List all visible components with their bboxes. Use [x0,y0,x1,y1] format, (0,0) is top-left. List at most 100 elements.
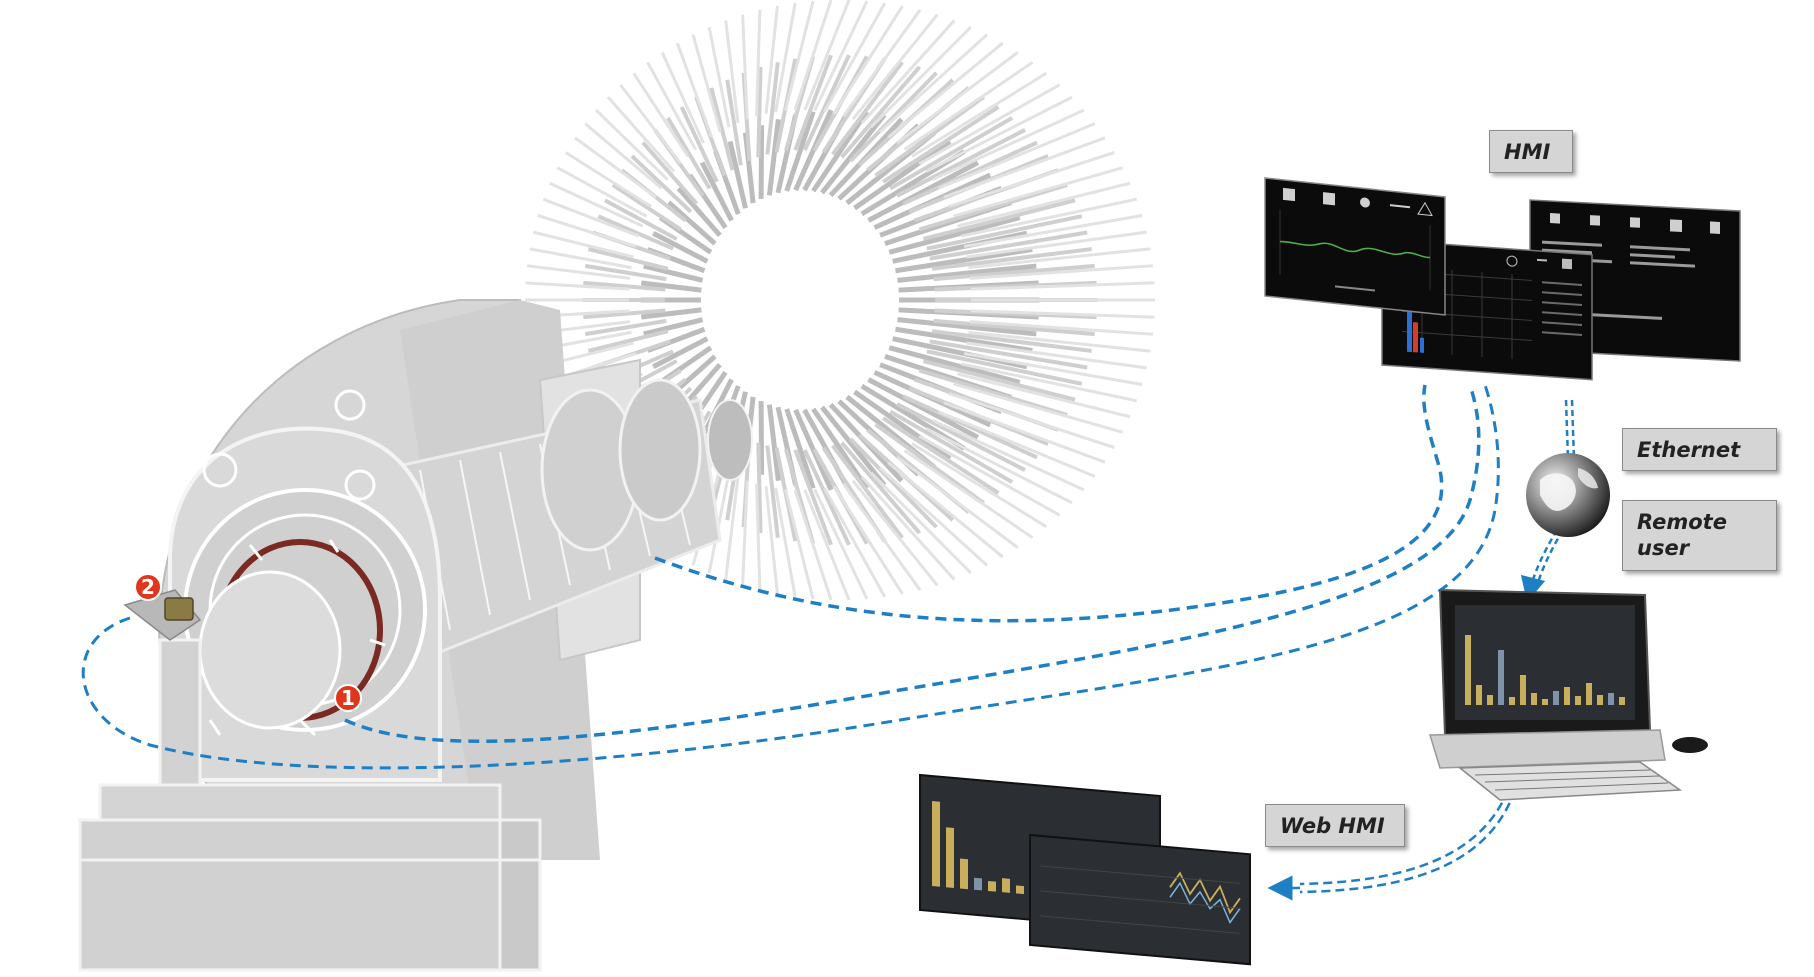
rotor-blade [878,466,989,567]
rotor-blade [793,54,833,151]
screen-bar [974,877,982,891]
rotor-blade [911,71,1048,158]
screen-bar [1531,693,1537,705]
rotor-blade [756,442,763,534]
rotor-blade [643,263,704,283]
screen-bar [1619,697,1625,705]
screen-bar [1608,693,1614,705]
rotor-blade [556,166,648,218]
rotor-blade [549,181,644,228]
rotor-blade [813,488,869,600]
rotor-blade [606,96,676,173]
rotor-blade [766,404,781,481]
rotor-blade [918,183,1068,232]
rotor-blade [803,489,851,601]
rotor-blade [896,402,1026,472]
rotor-blade [699,161,734,222]
screen-bar [1498,650,1504,705]
rotor-blade [960,197,1137,238]
rotor-blade [724,20,740,124]
rotor-blade [526,264,631,280]
rotor-blade [953,166,1124,218]
remote-user-computer [1428,588,1708,801]
rotor-blade [604,198,678,241]
rotor-blade [811,110,869,193]
rotor-blade [660,51,705,144]
sensor-marker-1: 1 [334,684,362,712]
rotor-blade [895,326,1033,354]
rotor-blade [969,264,1154,280]
screen-bar [1016,885,1024,895]
rotor-blade [903,449,1034,539]
rotor-blade [869,26,972,129]
rotor-blade [929,339,1088,370]
rotor-blade [851,479,939,587]
rotor-blade [888,215,1021,255]
screen-bar [946,827,954,888]
rotor-blade [529,247,632,270]
rotor-blade [783,0,815,112]
rotor-blade [902,140,1038,206]
rotor-blade [755,483,762,591]
turbine-rotor-blades [525,0,1155,601]
rotor-blade [765,445,780,538]
rotor-blade [840,65,922,159]
rotor-blade [925,95,1073,173]
rotor-blade [707,26,731,128]
rotor-blade [630,154,693,214]
rotor-blade [564,151,652,208]
rotor-blade [903,61,1034,151]
sensor-marker-2: 2 [134,573,162,601]
rotor-blade [784,408,816,490]
rotor-blade [584,318,667,337]
svg-text:2: 2 [141,575,155,599]
screen-bar [1465,635,1471,705]
screen-bar [1553,691,1559,705]
rotor-blade [840,441,922,535]
rotor-blade [922,359,1076,402]
rotor-blade [867,160,980,223]
rotor-blade [525,281,630,291]
rotor-blade [632,72,690,158]
rotor-blade [793,0,833,111]
rotor-blade [882,416,1000,495]
screen-bar [988,880,996,892]
screen-bar [1002,878,1010,893]
rotor-blade [758,125,765,199]
rotor-blade [969,320,1154,336]
rotor-blade [583,280,666,292]
web-hmi-label: Web HMI [1265,804,1405,847]
rotor-blade [918,368,1068,417]
rotor-blade [574,136,658,199]
rotor-blade [583,308,666,320]
rotor-blade [584,122,663,190]
rotor-blade [667,200,717,246]
rotor-blade [882,105,1000,184]
rotor-blade [970,281,1155,291]
rotor-blade [842,8,922,118]
rotor-blade [727,140,748,209]
generator-machine [78,299,753,972]
rotor-blade [766,119,781,196]
rotor-blade [842,482,922,592]
rotor-blade [774,2,797,113]
rotor-blade [948,392,1115,449]
rotor-blade [925,427,1073,505]
rotor-blade [709,87,735,171]
rotor-blade [968,247,1151,270]
rotor-blade [860,19,956,124]
sensor-cables [81,384,1500,770]
rotor-blade [895,51,1019,145]
rotor-blade [758,401,765,475]
rotor-blade [823,2,887,113]
rotor-blade [587,247,669,271]
rotor-blade [666,116,712,190]
rotor-blade [774,487,797,598]
rotor-blade [584,263,667,282]
rotor-blade [641,307,702,320]
rotor-blade [619,83,683,165]
screen-bar [1542,699,1548,705]
rotor-blade [918,434,1061,517]
rotor-blade [970,309,1155,319]
rotor-blade [968,330,1151,353]
